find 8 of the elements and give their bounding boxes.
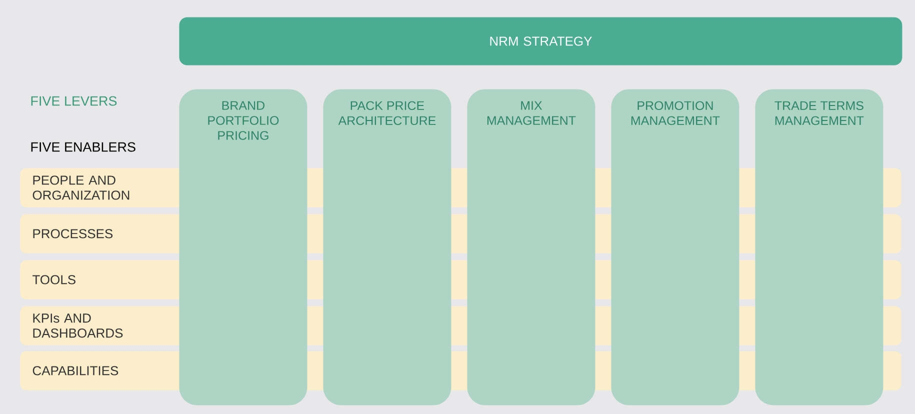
- lever-heading: FIVE LEVERS: [31, 96, 117, 106]
- lever-column: PACK PRICE ARCHITECTURE: [323, 89, 452, 406]
- enabler-heading: FIVE ENABLERS: [31, 142, 136, 152]
- lever-column: TRADE TERMS MANAGEMENT: [755, 89, 884, 406]
- lever-column: BRAND PORTFOLIO PRICING: [179, 89, 308, 406]
- lever-column: MIX MANAGEMENT: [467, 89, 596, 406]
- strategy-bar: NRM STRATEGY: [179, 17, 902, 66]
- lever-column: PROMOTION MANAGEMENT: [611, 89, 740, 406]
